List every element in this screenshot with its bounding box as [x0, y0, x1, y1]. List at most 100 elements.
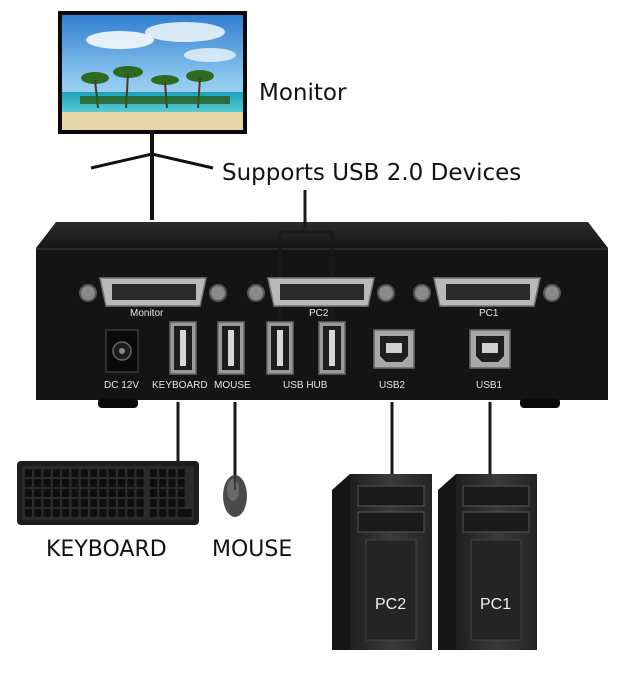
keyboard-key — [159, 499, 166, 507]
keyboard-key — [34, 479, 41, 487]
keyboard-key — [72, 509, 79, 517]
keyboard-key — [178, 469, 185, 477]
keyboard-key — [34, 489, 41, 497]
keyboard-key — [44, 509, 51, 517]
keyboard-key — [62, 489, 69, 497]
keyboard-key — [127, 509, 134, 517]
port-label-usb1: USB1 — [476, 380, 502, 391]
keyboard-key — [34, 469, 41, 477]
monitor-icon — [58, 11, 247, 220]
keyboard-key — [178, 509, 192, 517]
keyboard-key — [127, 489, 134, 497]
keyboard-key — [169, 489, 176, 497]
pc2-label: PC2 — [375, 596, 406, 614]
pc2-tower-icon — [332, 474, 432, 650]
keyboard-key — [25, 499, 32, 507]
keyboard-key — [169, 479, 176, 487]
port-label-dc: DC 12V — [104, 380, 139, 391]
keyboard-key — [53, 479, 60, 487]
keyboard-key — [25, 479, 32, 487]
keyboard-key — [159, 509, 166, 517]
keyboard-key — [137, 469, 144, 477]
monitor-label: Monitor — [259, 80, 346, 106]
keyboard-key — [178, 489, 185, 497]
keyboard-key — [25, 469, 32, 477]
keyboard-key — [169, 469, 176, 477]
keyboard-key — [109, 499, 116, 507]
keyboard-key — [137, 479, 144, 487]
port-label-mouse: MOUSE — [214, 380, 251, 391]
supports-usb-label: Supports USB 2.0 Devices — [222, 160, 521, 186]
keyboard-key — [81, 499, 88, 507]
keyboard-key — [150, 499, 157, 507]
keyboard-key — [72, 479, 79, 487]
port-label-usb2: USB2 — [379, 380, 405, 391]
mouse-label: MOUSE — [212, 537, 292, 562]
keyboard-key — [118, 479, 125, 487]
keyboard-key — [81, 509, 88, 517]
keyboard-key — [90, 479, 97, 487]
keyboard-key — [53, 489, 60, 497]
keyboard-key — [99, 489, 106, 497]
keyboard-key — [25, 509, 32, 517]
keyboard-key — [44, 479, 51, 487]
keyboard-key — [62, 499, 69, 507]
keyboard-key — [34, 509, 41, 517]
keyboard-key — [127, 499, 134, 507]
keyboard-key — [118, 499, 125, 507]
keyboard-key — [150, 509, 157, 517]
keyboard-key — [62, 479, 69, 487]
keyboard-key — [137, 489, 144, 497]
keyboard-key — [118, 509, 125, 517]
keyboard-key — [25, 489, 32, 497]
keyboard-key — [137, 499, 144, 507]
usb-b-port-usb1 — [470, 330, 510, 368]
keyboard-key — [109, 479, 116, 487]
keyboard-key — [109, 489, 116, 497]
keyboard-key — [62, 509, 69, 517]
keyboard-key — [90, 499, 97, 507]
keyboard-key — [109, 509, 116, 517]
keyboard-key — [90, 489, 97, 497]
keyboard-key — [53, 469, 60, 477]
keyboard-key — [53, 509, 60, 517]
pc1-label: PC1 — [480, 596, 511, 614]
keyboard-key — [72, 469, 79, 477]
keyboard-key — [81, 489, 88, 497]
keyboard-key — [127, 469, 134, 477]
keyboard-key — [53, 499, 60, 507]
keyboard-key — [81, 479, 88, 487]
keyboard-key — [62, 469, 69, 477]
keyboard-key — [178, 499, 185, 507]
port-label-pc2: PC2 — [309, 308, 328, 319]
keyboard-key — [99, 499, 106, 507]
keyboard-key — [169, 499, 176, 507]
keyboard-key — [159, 489, 166, 497]
keyboard-key — [159, 479, 166, 487]
mouse-icon — [223, 475, 247, 517]
keyboard-icon — [17, 461, 199, 525]
keyboard-key — [34, 499, 41, 507]
keyboard-key — [137, 509, 144, 517]
port-label-usb-hub: USB HUB — [283, 380, 327, 391]
keyboard-key — [99, 479, 106, 487]
port-label-pc1: PC1 — [479, 308, 498, 319]
keyboard-key — [150, 489, 157, 497]
keyboard-key — [72, 499, 79, 507]
usb-port-keyboard — [170, 322, 196, 374]
pc1-tower-icon — [438, 474, 537, 650]
keyboard-key — [178, 479, 185, 487]
keyboard-key — [90, 509, 97, 517]
cables — [178, 402, 490, 476]
keyboard-key — [81, 469, 88, 477]
keyboard-key — [72, 489, 79, 497]
keyboard-key — [118, 489, 125, 497]
keyboard-key — [127, 479, 134, 487]
keyboard-key — [109, 469, 116, 477]
usb-port-mouse — [218, 322, 244, 374]
keyboard-key — [150, 479, 157, 487]
keyboard-key — [44, 469, 51, 477]
keyboard-label: KEYBOARD — [46, 537, 167, 562]
keyboard-key — [150, 469, 157, 477]
